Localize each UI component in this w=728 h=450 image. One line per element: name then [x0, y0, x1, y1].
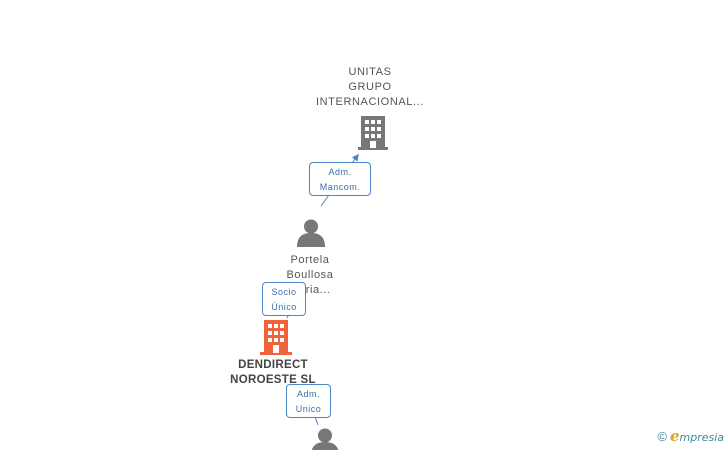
copyright-symbol: © [657, 428, 667, 444]
relation-adm-mancom[interactable]: Adm. Mancom. [309, 162, 371, 196]
node-portela-line-2: Boullosa [286, 269, 334, 281]
node-unitas-line-1: UNITAS [348, 66, 392, 78]
brand-rest: mpresia [679, 430, 724, 444]
relation-adm-mancom-line-1: Adm. [328, 167, 352, 177]
relation-socio-unico[interactable]: Socio Único [262, 282, 306, 316]
relation-socio-unico-line-1: Socio [271, 287, 297, 297]
building-icon[interactable] [358, 116, 388, 150]
relation-socio-unico-line-2: Único [271, 302, 297, 312]
node-dendirect-line-1: DENDIRECT [238, 359, 308, 371]
node-unitas-line-3: INTERNACIONAL... [315, 96, 424, 108]
node-unitas-line-2: GRUPO [348, 81, 392, 93]
relation-adm-unico-line-2: Unico [295, 404, 322, 414]
brand-initial: e [669, 426, 680, 445]
node-dendirect-line-2: NOROESTE SL [230, 374, 316, 386]
relation-adm-unico-line-1: Adm. [296, 389, 320, 399]
empresia-logo: © empresia [657, 426, 724, 446]
node-unitas-label[interactable]: UNITAS GRUPO INTERNACIONAL... [300, 65, 440, 110]
relation-adm-mancom-line-2: Mancom. [319, 182, 361, 192]
node-portela-line-1: Portela [290, 254, 330, 266]
person-icon-bottom[interactable] [310, 428, 340, 450]
relation-adm-unico[interactable]: Adm. Unico [286, 384, 331, 418]
node-dendirect-label[interactable]: DENDIRECT NOROESTE SL [213, 358, 333, 386]
brand-wordmark: empresia [670, 427, 724, 446]
building-icon-highlighted[interactable] [260, 320, 292, 355]
person-icon[interactable] [296, 219, 326, 247]
